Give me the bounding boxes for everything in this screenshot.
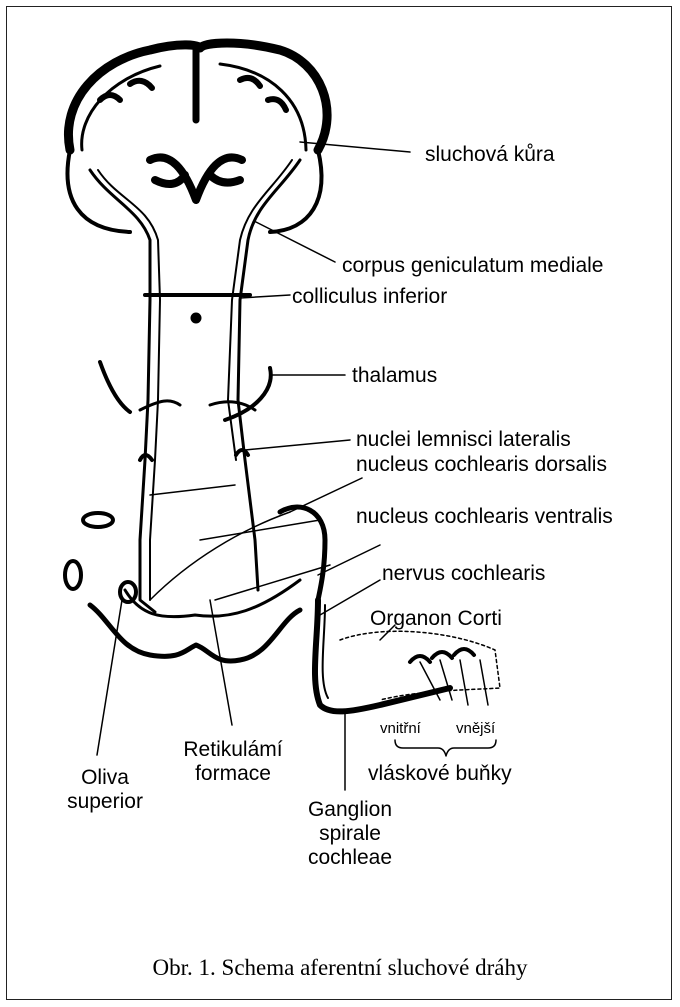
label-retikularni-line2: formace	[178, 762, 288, 786]
label-oliva-line2: superior	[60, 790, 150, 814]
label-ganglion-line2: spirale	[295, 822, 405, 846]
temporal-lobe-right	[270, 150, 321, 232]
label-nervus-cochlearis: nervus cochlearis	[382, 562, 545, 586]
label-colliculus-inferior: colliculus inferior	[292, 285, 447, 309]
crossing-fibers	[150, 485, 290, 600]
pointer-nuclei-lemnisci	[245, 440, 350, 450]
temporal-lobe-left	[68, 150, 131, 232]
label-retikularni-line1: Retikulámí	[178, 738, 288, 762]
label-corpus-geniculatum: corpus geniculatum mediale	[342, 254, 603, 278]
label-nuclei-lemnisci: nuclei lemnisci lateralis	[356, 428, 571, 452]
thalamus-arc-right	[225, 368, 271, 420]
label-outer-hair-cells: vnější	[456, 720, 495, 737]
organ-of-corti	[340, 631, 500, 700]
medulla-outline	[90, 605, 300, 661]
label-inner-hair-cells: vnitřní	[380, 720, 421, 737]
label-oliva-line1: Oliva	[60, 766, 150, 790]
pathway-left	[90, 170, 155, 612]
label-ganglion-line1: Ganglion	[295, 798, 405, 822]
thalamus-arc-left	[100, 362, 130, 412]
label-nucleus-ventralis: nucleus cochlearis ventralis	[356, 505, 613, 529]
label-organon-corti: Organon Corti	[370, 607, 502, 631]
label-ganglion-line3: cochleae	[295, 846, 405, 870]
label-thalamus: thalamus	[352, 364, 437, 388]
label-nucleus-dorsalis: nucleus cochlearis dorsalis	[356, 453, 607, 477]
label-hair-cells: vláskové buňky	[368, 762, 512, 786]
figure-caption: Obr. 1. Schema aferentní sluchové dráhy	[0, 955, 680, 981]
label-auditory-cortex: sluchová kůra	[425, 143, 555, 167]
label-retikularni-formace: Retikulámí formace	[178, 738, 288, 786]
cochlear-nucleus	[280, 507, 325, 600]
hair-cell-bracket	[395, 740, 496, 756]
label-ganglion-spirale: Ganglion spirale cochleae	[295, 798, 405, 870]
label-oliva-superior: Oliva superior	[60, 766, 150, 814]
